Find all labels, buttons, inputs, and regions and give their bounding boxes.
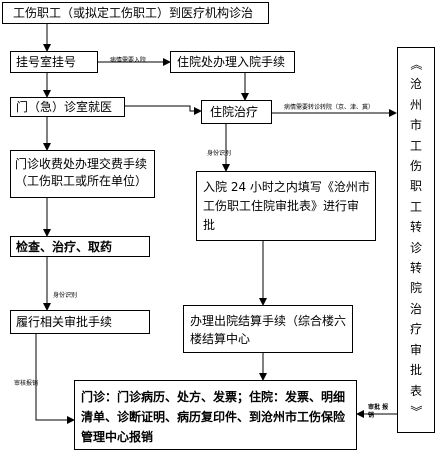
payment-box: 门诊收费处办理交费手续 （工伤职工或所在单位） bbox=[10, 150, 155, 198]
discharge-label-line1: 办理出院结算手续（综合楼六 bbox=[190, 314, 347, 328]
admission-box: 住院处办理入院手续 bbox=[170, 51, 295, 73]
referral-form-char: 批 bbox=[409, 363, 422, 378]
referral-form-char: 院 bbox=[409, 281, 422, 296]
referral-form-char: 伤 bbox=[409, 159, 422, 174]
referral-form-char: 治 bbox=[409, 301, 422, 316]
edge-label-needs-admission: 病情需要入院 bbox=[110, 57, 147, 64]
payment-label-line2: （工伤职工或所在单位） bbox=[15, 174, 148, 188]
referral-form-char: 疗 bbox=[409, 322, 422, 337]
inpatient-box: 住院治疗 bbox=[201, 100, 272, 124]
approval-box: 履行相关审批手续 bbox=[10, 310, 150, 334]
start-label: 工伤职工（或拟定工伤职工）到医疗机构诊治 bbox=[13, 6, 254, 20]
referral-form-char: 工 bbox=[409, 199, 422, 214]
reimbursement-line2: 清单、诊断证明、病历复印件、到沧州市工伤保险 bbox=[81, 410, 346, 424]
approval-label: 履行相关审批手续 bbox=[16, 315, 113, 329]
referral-form-char: 市 bbox=[409, 118, 422, 133]
admission-label: 住院处办理入院手续 bbox=[177, 55, 286, 69]
register-label: 挂号室挂号 bbox=[16, 55, 77, 69]
discharge-label-line2: 楼结算中心 bbox=[190, 332, 251, 346]
inpatient-label: 住院治疗 bbox=[210, 105, 259, 119]
approval-form-line2: 工伤职工住院审批表》进行审 bbox=[203, 199, 360, 213]
edge-label-approval-reimburse: 审批 报销 bbox=[368, 404, 389, 419]
referral-form-char: 工 bbox=[409, 138, 422, 153]
referral-form-label: 《沧州市工伤职工转诊转院治疗审批表》 bbox=[409, 54, 423, 421]
register-box: 挂号室挂号 bbox=[10, 51, 98, 73]
approval-form-box: 入院 24 小时之内填写《沧州市 工伤职工住院审批表》进行审 批 bbox=[196, 171, 376, 241]
reimbursement-line3: 管理中心报销 bbox=[81, 430, 154, 444]
referral-form-char: 》 bbox=[409, 405, 424, 418]
referral-form-char: 表 bbox=[409, 383, 422, 398]
arrow-outpatient-to-inpatient bbox=[125, 105, 202, 115]
approval-form-line3: 批 bbox=[203, 218, 216, 232]
referral-form-box: 《沧州市工伤职工转诊转院治疗审批表》 bbox=[397, 47, 435, 433]
arrow-approval-to-final bbox=[35, 334, 75, 424]
treatment-label: 检查、治疗、取药 bbox=[16, 240, 113, 254]
reimbursement-box: 门诊：门诊病历、处方、发票；住院：发票、明细 清单、诊断证明、病历复印件、到沧州… bbox=[74, 380, 357, 450]
discharge-box: 办理出院结算手续（综合楼六 楼结算中心 bbox=[183, 305, 353, 353]
reimbursement-line1: 门诊：门诊病历、处方、发票；住院：发票、明细 bbox=[81, 390, 346, 404]
edge-label-needs-transfer: 病情需要转诊转院（京、津、冀） bbox=[284, 104, 375, 111]
edge-label-identity-check-1: 身份识别 bbox=[207, 150, 232, 157]
referral-form-char: 《 bbox=[409, 58, 424, 71]
outpatient-label: 门（急）诊室就医 bbox=[16, 100, 113, 114]
approval-form-line1: 入院 24 小时之内填写《沧州市 bbox=[203, 180, 370, 194]
referral-form-char: 转 bbox=[409, 261, 422, 276]
treatment-box: 检查、治疗、取药 bbox=[10, 236, 150, 257]
edge-label-identity-check-2: 身份识别 bbox=[53, 292, 78, 299]
referral-form-char: 审 bbox=[409, 342, 422, 357]
edge-label-submit-reimburse: 审核报销 bbox=[14, 380, 39, 387]
outpatient-box: 门（急）诊室就医 bbox=[10, 97, 125, 117]
referral-form-char: 诊 bbox=[409, 240, 422, 255]
referral-form-char: 沧 bbox=[409, 77, 422, 92]
referral-form-char: 职 bbox=[409, 179, 422, 194]
referral-form-char: 州 bbox=[409, 97, 422, 112]
start-box: 工伤职工（或拟定工伤职工）到医疗机构诊治 bbox=[2, 2, 269, 24]
payment-label-line1: 门诊收费处办理交费手续 bbox=[15, 157, 148, 171]
referral-form-char: 转 bbox=[409, 220, 422, 235]
